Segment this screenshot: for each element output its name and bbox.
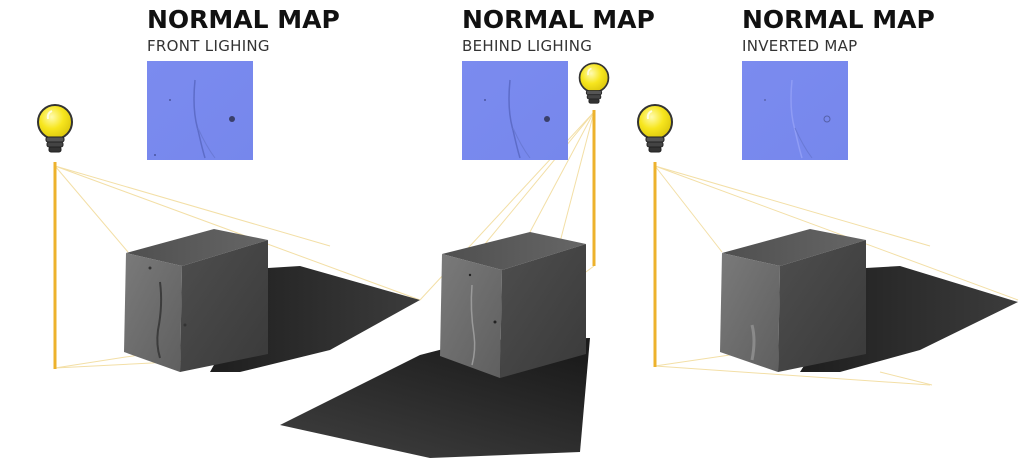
light-bulb-icon: [578, 62, 610, 104]
panel-behind-lighting: [280, 61, 610, 458]
normal-map-swatch: [147, 61, 253, 160]
cube-top-face: [722, 229, 866, 266]
cube-crack: [156, 281, 163, 359]
cube: [124, 229, 268, 372]
light-bulb-icon: [637, 104, 673, 153]
light-rays: [54, 165, 421, 369]
light-rays: [654, 165, 1019, 386]
cube-top-face: [126, 229, 268, 266]
panel-subtitle-front: FRONT LIGHING: [147, 37, 270, 55]
panel-subtitle-behind: BEHIND LIGHING: [462, 37, 593, 55]
cube-front-face: [440, 254, 502, 378]
panel-inverted-map: [637, 61, 1019, 386]
cube: [440, 232, 586, 378]
cube-front-face: [720, 253, 780, 372]
panel-title-inverted: NORMAL MAP: [742, 5, 935, 34]
cube-side-face: [500, 244, 586, 378]
panel-title-behind: NORMAL MAP: [462, 5, 655, 34]
cube-top-face: [442, 232, 586, 270]
panel-front-lighting: [37, 61, 421, 372]
panel-title-front: NORMAL MAP: [147, 5, 340, 34]
normal-map-swatch: [462, 61, 568, 160]
light-bulb-icon: [37, 104, 73, 153]
cube-crack: [750, 324, 756, 361]
cube-crack: [470, 284, 476, 366]
normal-map-swatch: [742, 61, 848, 160]
cube-side-face: [778, 240, 866, 372]
cube-side-face: [180, 240, 268, 372]
cube-front-face: [124, 253, 182, 372]
panel-subtitle-inverted: INVERTED MAP: [742, 37, 858, 55]
cube: [720, 229, 866, 372]
